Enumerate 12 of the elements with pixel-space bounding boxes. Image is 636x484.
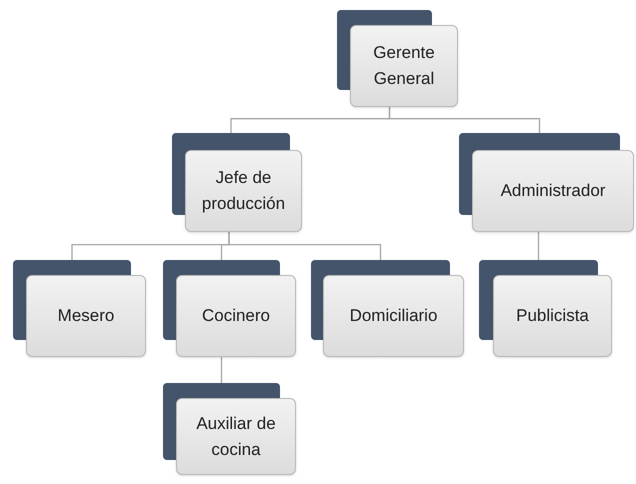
role-label: Auxiliar de cocina: [195, 412, 277, 460]
role-label: Publicista: [516, 305, 589, 327]
connector-line: [388, 107, 540, 133]
role-label: Domiciliario: [350, 305, 438, 327]
role-label: Cocinero: [202, 305, 270, 327]
role-label: Gerente General: [372, 42, 436, 90]
connector-line: [538, 232, 540, 260]
role-label: Jefe de producción: [200, 167, 286, 215]
connector-line: [220, 357, 222, 383]
connector-line: [228, 232, 382, 260]
role-label: Mesero: [58, 305, 114, 327]
role-label: Administrador: [500, 180, 606, 202]
